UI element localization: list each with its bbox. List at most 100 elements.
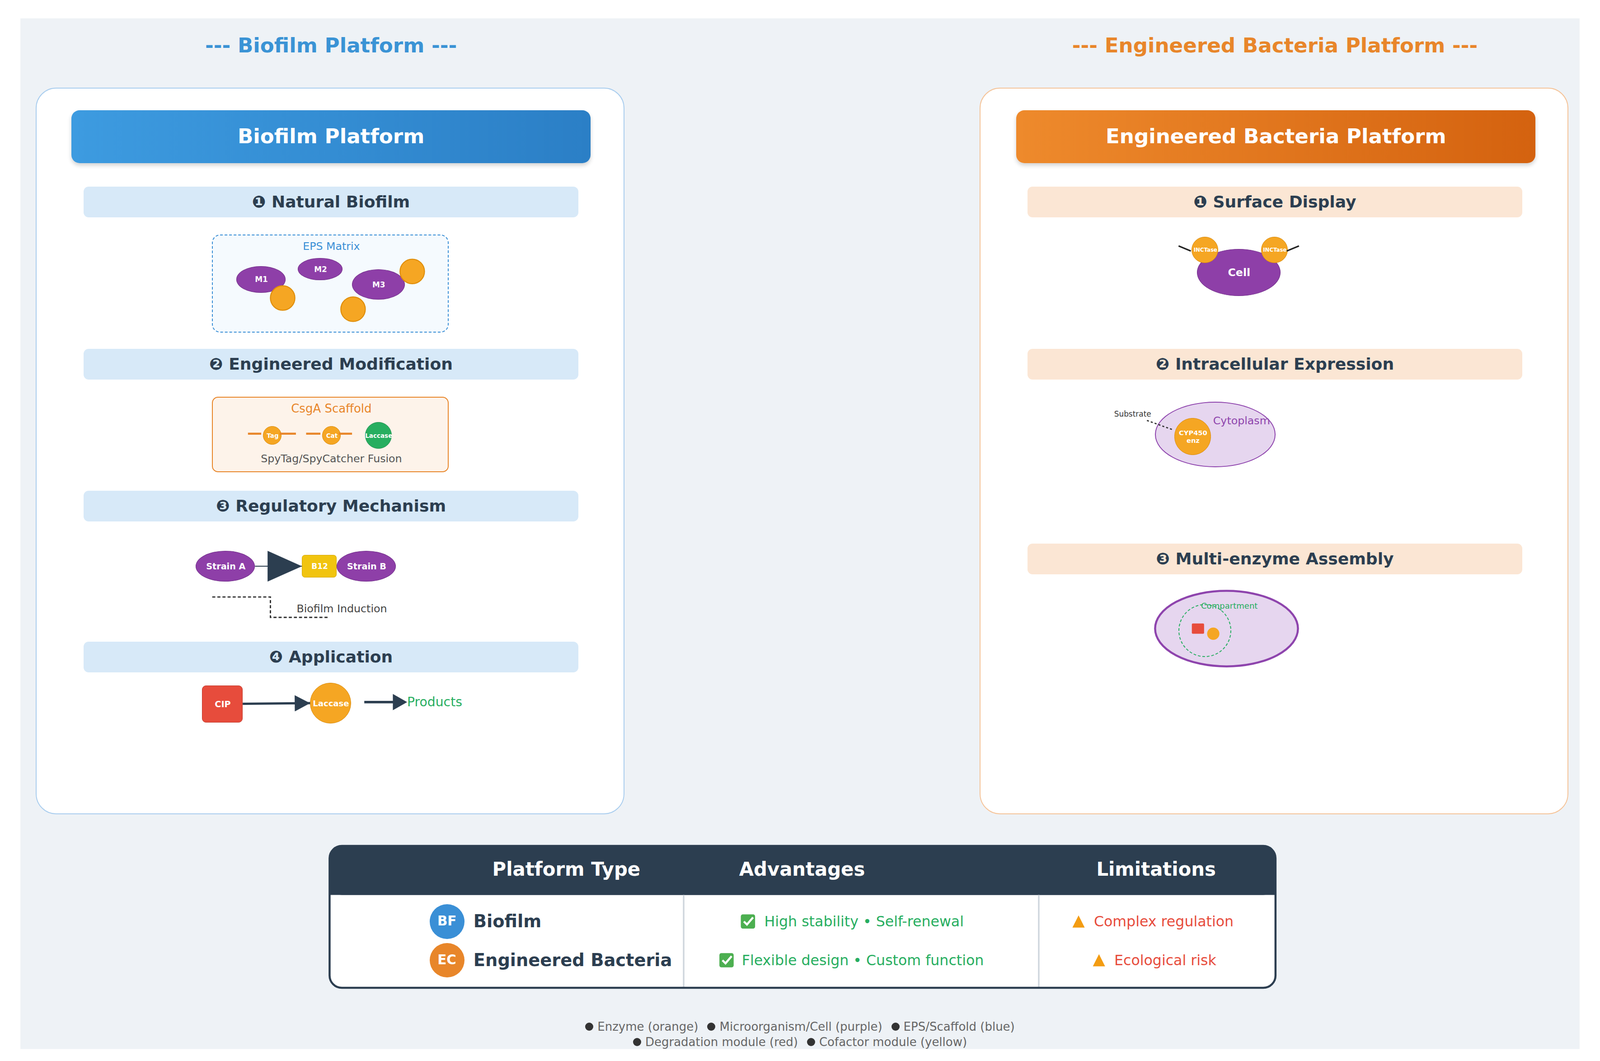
check-icon — [722, 956, 732, 964]
node-label: EPS Matrix — [302, 240, 360, 253]
scaffold-linker — [248, 432, 262, 436]
scaffold-linker — [279, 432, 296, 436]
substrate-label: Substrate — [1114, 409, 1152, 419]
legend-swatch — [807, 1037, 816, 1047]
product-label: Products — [407, 694, 463, 709]
section-band: ❹ Application — [83, 641, 579, 673]
platform-header: Biofilm Platform — [71, 110, 591, 164]
node-label: CIP — [214, 699, 231, 710]
table-cell: Ecological risk — [1114, 952, 1217, 969]
legend-item: Cofactor module (yellow) — [807, 1035, 967, 1049]
node-label: Tag — [266, 432, 279, 440]
node-label: Engineered Bacteria Platform — [1105, 124, 1447, 149]
microorganism-ellipse: Strain A — [195, 550, 255, 582]
enzyme-circle — [1207, 627, 1220, 640]
platform-badge: BF — [429, 904, 465, 939]
table-cell: Complex regulation — [1093, 913, 1234, 930]
table-header-cell: Limitations — [1096, 858, 1216, 881]
platform-panel: --- Biofilm Platform ---Biofilm Platform… — [35, 87, 625, 815]
scaffold-linker — [305, 432, 321, 436]
check-icon — [719, 952, 734, 968]
enzyme-circle: Laccase — [365, 422, 392, 449]
node-label: M1 — [254, 275, 268, 284]
node-label: Cytoplasm — [1213, 414, 1271, 427]
legend-item: Enzyme (orange) — [585, 1019, 699, 1034]
legend-swatch — [707, 1022, 716, 1031]
node-label: Strain A — [206, 561, 246, 572]
table-header-cell: Advantages — [739, 858, 866, 881]
table-header — [329, 845, 1276, 895]
arrow-connector — [254, 565, 302, 567]
node-label: ❶ Surface Display — [1193, 192, 1357, 212]
anchor-stalk — [1178, 245, 1191, 251]
node-label: ❸ Regulatory Mechanism — [215, 496, 446, 516]
node-label: M2 — [314, 265, 328, 274]
node-label: ❸ Multi-enzyme Assembly — [1155, 549, 1394, 569]
table-body — [329, 845, 1276, 988]
section-band: ❷ Intracellular Expression — [1027, 348, 1523, 380]
arrow-head — [392, 694, 408, 711]
node-label: Strain B — [347, 561, 387, 572]
anchor-stalk — [1286, 245, 1300, 251]
node-sublabel: SpyTag/SpyCatcher Fusion — [260, 452, 402, 465]
platform-header: Engineered Bacteria Platform — [1016, 110, 1536, 164]
node-label: INCTase — [1262, 247, 1287, 254]
node-label: ❷ Engineered Modification — [209, 354, 453, 374]
legend-text: EPS/Scaffold (blue) — [903, 1019, 1015, 1034]
panel-fill — [979, 87, 1569, 815]
node-label: --- Engineered Bacteria Platform --- — [1072, 33, 1478, 58]
node-label: Laccase — [365, 432, 393, 440]
node-label: ❹ Application — [269, 647, 394, 667]
legend-item: EPS/Scaffold (blue) — [891, 1019, 1015, 1034]
table-border — [329, 845, 1276, 988]
check-icon — [741, 914, 756, 929]
arrow-connector — [242, 703, 310, 704]
legend-text: Cofactor module (yellow) — [819, 1035, 967, 1049]
legend-text: Enzyme (orange) — [597, 1019, 699, 1034]
platform-badge: EC — [429, 943, 465, 978]
eps-matrix-box: EPS MatrixM1M2M3 — [211, 234, 449, 333]
node-label: B12 — [311, 562, 328, 571]
page-background — [20, 18, 1580, 1050]
enzyme-circle — [399, 259, 425, 284]
compartment-circle: Compartment — [1178, 604, 1232, 657]
microorganism-ellipse: Strain B — [336, 550, 396, 582]
panel-fill — [35, 87, 625, 815]
table-cell: Biofilm — [473, 911, 542, 932]
node-label: ❶ Natural Biofilm — [252, 192, 410, 212]
cytoplasm-ellipse: CytoplasmCYP450 enz — [1154, 401, 1276, 468]
warning-icon — [1072, 915, 1085, 928]
microorganism-ellipse: M1 — [236, 266, 286, 293]
check-icon — [743, 917, 753, 925]
enzyme-circle: Laccase — [309, 682, 351, 724]
node-label: --- Biofilm Platform --- — [205, 33, 457, 58]
enzyme-circle: INCTase — [1261, 236, 1288, 264]
legend-swatch — [585, 1022, 594, 1031]
node-label: Compartment — [1201, 600, 1258, 611]
table-divider — [1037, 895, 1040, 989]
legend-text: Degradation module (red) — [645, 1035, 798, 1049]
node-label: CYP450 enz — [1176, 429, 1210, 445]
enzyme-circle: INCTase — [1191, 236, 1219, 264]
enzyme-circle — [340, 296, 366, 322]
node-label: BF — [437, 913, 457, 930]
tag-circle: Tag — [262, 426, 282, 445]
section-band: ❸ Multi-enzyme Assembly — [1027, 543, 1523, 575]
enzyme-circle: CYP450 enz — [1174, 417, 1211, 455]
node-label: EC — [437, 952, 457, 968]
section-band: ❶ Surface Display — [1027, 186, 1523, 218]
scaffold-box: CsgA ScaffoldSpyTag/SpyCatcher FusionTag… — [211, 396, 449, 473]
legend-item: Microorganism/Cell (purple) — [707, 1019, 883, 1034]
arrow-line — [364, 700, 396, 704]
section-band: ❷ Engineered Modification — [83, 348, 579, 380]
induction-line — [212, 596, 329, 618]
warning-icon — [1093, 954, 1106, 967]
table-divider — [682, 895, 685, 989]
node-label: Laccase — [312, 698, 349, 709]
table-cell: Flexible design • Custom function — [741, 952, 985, 969]
legend-text: Microorganism/Cell (purple) — [719, 1019, 883, 1034]
legend-item: Degradation module (red) — [633, 1035, 798, 1049]
substrate-leader — [1146, 420, 1173, 430]
